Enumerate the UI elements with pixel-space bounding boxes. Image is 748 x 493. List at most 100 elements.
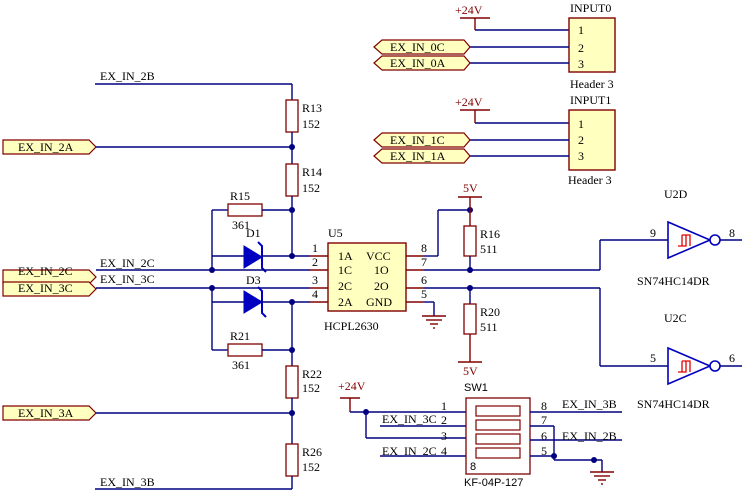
power-5v-bottom: 5V xyxy=(463,364,478,378)
port-ex-in-0a-label: EX_IN_0A xyxy=(390,56,446,70)
u5-ref: U5 xyxy=(328,226,343,240)
power-24v-sw: +24V xyxy=(338,379,366,393)
port-ex-in-1a[interactable]: EX_IN_1A xyxy=(373,148,471,164)
r26-value: 152 xyxy=(302,460,320,474)
u5-value: HCPL2630 xyxy=(324,319,379,333)
inverter-u2d[interactable]: U2D 9 8 SN74HC14DR xyxy=(637,187,742,288)
input0-ref: INPUT0 xyxy=(570,1,611,15)
diode-d1[interactable]: D1 xyxy=(243,226,267,273)
u5-pin3-num: 3 xyxy=(312,273,318,287)
port-ex-in-1a-label: EX_IN_1A xyxy=(390,149,446,163)
r26-ref: R26 xyxy=(302,445,322,459)
resistor-r13[interactable]: R13 152 xyxy=(285,99,322,133)
r15-ref: R15 xyxy=(230,189,250,203)
sw-net-ex-in-2b: EX_IN_2B xyxy=(562,429,617,443)
resistor-r22[interactable]: R22 152 xyxy=(285,365,322,399)
r21-ref: R21 xyxy=(230,329,250,343)
resistor-r20[interactable]: R20 511 xyxy=(463,303,500,335)
sw1-value: KF-04P-127 xyxy=(464,477,523,489)
u5-pin8-name: VCC xyxy=(366,249,391,263)
r15-value: 361 xyxy=(232,218,250,232)
resistor-r21[interactable]: R21 361 xyxy=(227,329,263,372)
resistor-r15[interactable]: R15 361 xyxy=(227,189,263,232)
input0-pin-3: 3 xyxy=(578,57,584,71)
sw1-pin2: 2 xyxy=(441,413,447,427)
r20-value: 511 xyxy=(480,320,498,334)
port-ex-in-3c-label: EX_IN_3C xyxy=(18,281,73,295)
input1-supply-label: +24V xyxy=(455,95,483,109)
port-ex-in-3a-label: EX_IN_3A xyxy=(18,406,74,420)
d3-ref: D3 xyxy=(246,273,261,287)
u5-pin6-name: 2O xyxy=(374,279,389,293)
u2c-value: SN74HC14DR xyxy=(637,397,710,411)
r21-value: 361 xyxy=(232,358,250,372)
input1-pin-3: 3 xyxy=(578,149,584,163)
sw1-mark: 8 xyxy=(470,461,476,473)
input1-value: Header 3 xyxy=(568,173,612,187)
sw-net-ex-in-3c: EX_IN_3C xyxy=(382,412,437,426)
connector-input0[interactable]: +24V INPUT0 1 2 3 Header 3 xyxy=(455,1,616,91)
net-label-ex-in-2c: EX_IN_2C xyxy=(100,256,155,270)
r14-ref: R14 xyxy=(302,165,322,179)
u2c-ref: U2C xyxy=(664,311,687,325)
sw1-pin7: 7 xyxy=(541,413,547,427)
r13-value: 152 xyxy=(302,117,320,131)
net-label-ex-in-2b-top: EX_IN_2B xyxy=(100,69,155,83)
u2d-value: SN74HC14DR xyxy=(637,274,710,288)
u2d-out-pin: 8 xyxy=(729,226,735,240)
r14-value: 152 xyxy=(302,181,320,195)
d1-ref: D1 xyxy=(246,226,261,240)
sw1-pin6: 6 xyxy=(541,429,547,443)
input1-pin-1: 1 xyxy=(578,117,584,131)
input0-pin-2: 2 xyxy=(578,41,584,55)
ground-symbol-u5 xyxy=(422,315,446,329)
port-ex-in-0a[interactable]: EX_IN_0A xyxy=(373,55,471,71)
u5-pin3-name: 2C xyxy=(338,279,352,293)
port-ex-in-0c[interactable]: EX_IN_0C xyxy=(373,39,471,55)
sw1-ref: SW1 xyxy=(464,382,488,394)
port-ex-in-2a[interactable]: EX_IN_2A xyxy=(2,139,97,155)
u5-pin4-num: 4 xyxy=(312,287,318,301)
r16-ref: R16 xyxy=(480,227,500,241)
port-ex-in-3a[interactable]: EX_IN_3A xyxy=(2,405,97,421)
u5-pin6-num: 6 xyxy=(421,273,427,287)
sw1-pin3: 3 xyxy=(441,429,447,443)
sw1-pin8: 8 xyxy=(541,399,547,413)
port-ex-in-3c[interactable]: EX_IN_3C xyxy=(2,281,97,297)
resistor-r14[interactable]: R14 152 xyxy=(285,163,322,197)
u2c-out-pin: 6 xyxy=(729,351,735,365)
u5-pin1-num: 1 xyxy=(312,241,318,255)
u5-pin2-num: 2 xyxy=(312,255,318,269)
sw-net-ex-in-2c: EX_IN_2C xyxy=(382,444,437,458)
resistor-r16[interactable]: R16 511 xyxy=(463,225,500,257)
u2c-in-pin: 5 xyxy=(650,351,656,365)
sw-net-ex-in-3b: EX_IN_3B xyxy=(562,397,617,411)
connector-input1[interactable]: +24V INPUT1 1 2 3 Header 3 xyxy=(455,93,616,187)
u5-pin5-num: 5 xyxy=(421,287,427,301)
inverter-u2c[interactable]: U2C 5 6 SN74HC14DR xyxy=(637,311,742,411)
port-ex-in-2c[interactable]: EX_IN_2C xyxy=(2,264,97,285)
u2d-in-pin: 9 xyxy=(650,226,656,240)
port-ex-in-1c[interactable]: EX_IN_1C xyxy=(373,132,471,148)
u5-pin8-num: 8 xyxy=(421,241,427,255)
r13-ref: R13 xyxy=(302,101,322,115)
resistor-r26[interactable]: R26 152 xyxy=(285,443,322,477)
net-label-ex-in-3b-bottom: EX_IN_3B xyxy=(100,475,155,489)
sw1-pin1: 1 xyxy=(441,399,447,413)
optocoupler-u5[interactable]: U5 1 2 3 4 1A 1C 2C 2A VCC 1O 2O GND 8 7… xyxy=(310,226,427,333)
sw1-pin5: 5 xyxy=(541,444,547,458)
u5-pin4-name: 2A xyxy=(338,295,353,309)
sw1-pin4: 4 xyxy=(441,444,447,458)
input1-ref: INPUT1 xyxy=(570,93,611,107)
r16-value: 511 xyxy=(480,242,498,256)
dip-switch-sw1[interactable]: SW1 1 2 3 4 8 8 7 6 5 KF-04P-127 xyxy=(441,382,547,489)
diode-d3[interactable]: D3 xyxy=(243,273,267,318)
net-label-ex-in-3c: EX_IN_3C xyxy=(100,272,155,286)
input0-supply-label: +24V xyxy=(455,3,483,17)
u2d-ref: U2D xyxy=(664,187,688,201)
port-ex-in-1c-label: EX_IN_1C xyxy=(390,133,445,147)
u5-pin2-name: 1C xyxy=(338,263,352,277)
u5-pin7-num: 7 xyxy=(421,255,427,269)
r20-ref: R20 xyxy=(480,305,500,319)
ground-symbol-sw1 xyxy=(590,471,614,485)
